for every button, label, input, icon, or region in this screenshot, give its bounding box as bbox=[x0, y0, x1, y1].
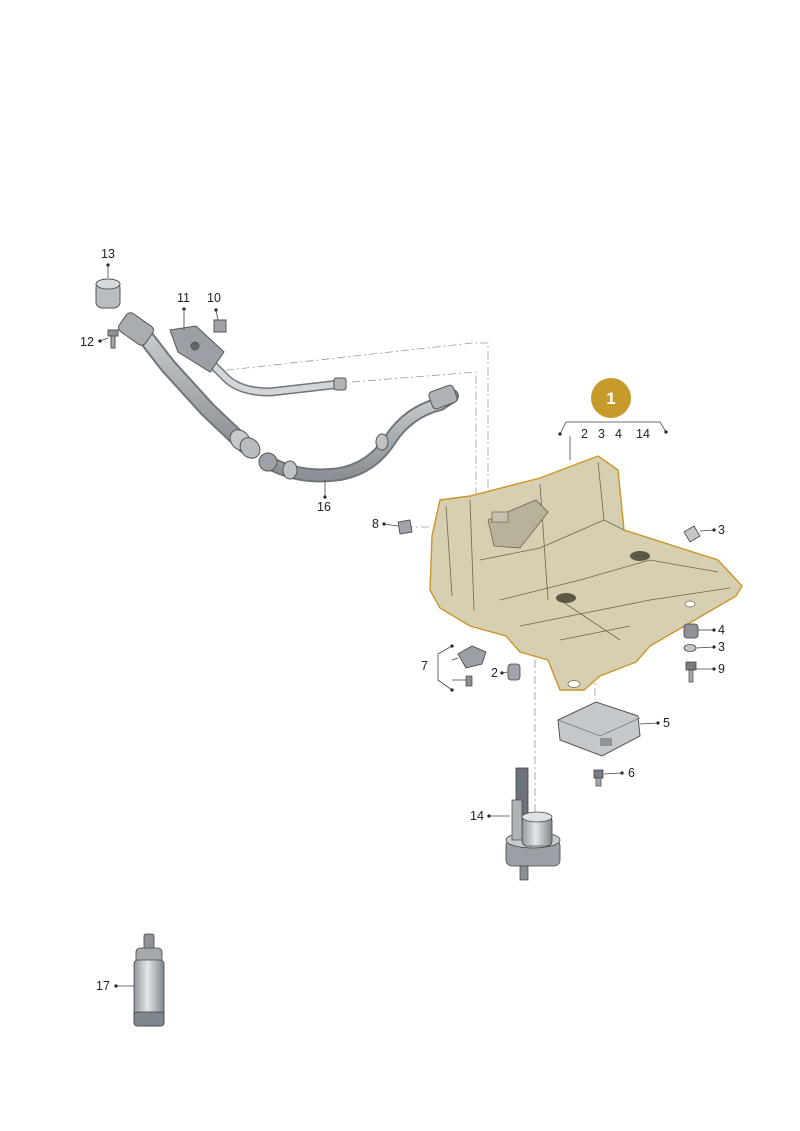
callout-3-top[interactable]: 3 bbox=[699, 523, 725, 537]
callout-5[interactable]: 5 bbox=[639, 716, 670, 730]
fuel-filter-icon bbox=[133, 933, 165, 1027]
callout-17[interactable]: 17 bbox=[96, 979, 134, 993]
callout-label-10: 10 bbox=[207, 291, 221, 305]
callout-label-13: 13 bbox=[101, 247, 115, 261]
callout-label-3-top: 3 bbox=[718, 523, 725, 537]
callout-label-6: 6 bbox=[628, 766, 635, 780]
fuel-pump-icon bbox=[505, 767, 561, 881]
callout-label-9: 9 bbox=[718, 662, 725, 676]
small-hardware bbox=[397, 519, 701, 787]
filler-neck-hose-icon bbox=[95, 278, 459, 483]
position-badge[interactable]: 1 bbox=[591, 378, 631, 418]
callout-label-16: 16 bbox=[317, 500, 331, 514]
callout-label-12: 12 bbox=[80, 335, 94, 349]
callout-label-4: 4 bbox=[718, 623, 725, 637]
callout-12[interactable]: 12 bbox=[80, 335, 109, 349]
callout-7[interactable]: 7 bbox=[421, 644, 466, 692]
callout-3-bottom[interactable]: 3 bbox=[695, 640, 725, 654]
callout-16[interactable]: 16 bbox=[317, 480, 331, 514]
ref-label-14: 14 bbox=[636, 427, 650, 441]
callout-label-14: 14 bbox=[470, 809, 484, 823]
fuel-tank-icon bbox=[429, 455, 743, 691]
callout-8[interactable]: 8 bbox=[372, 517, 399, 531]
callout-2[interactable]: 2 bbox=[491, 666, 509, 680]
ref-label-4: 4 bbox=[615, 427, 622, 441]
callout-label-3-bottom: 3 bbox=[718, 640, 725, 654]
callout-label-2: 2 bbox=[491, 666, 498, 680]
control-module-icon bbox=[557, 701, 641, 757]
reference-bracket: 2 3 4 14 bbox=[558, 421, 668, 460]
badge-number: 1 bbox=[606, 389, 615, 408]
callout-label-5: 5 bbox=[663, 716, 670, 730]
ref-label-3: 3 bbox=[598, 427, 605, 441]
callout-label-8: 8 bbox=[372, 517, 379, 531]
ref-label-2: 2 bbox=[581, 427, 588, 441]
callout-6[interactable]: 6 bbox=[603, 766, 635, 780]
callout-13[interactable]: 13 bbox=[101, 247, 115, 278]
callout-11[interactable]: 11 bbox=[177, 291, 190, 330]
callout-9[interactable]: 9 bbox=[696, 662, 725, 676]
callout-10[interactable]: 10 bbox=[207, 291, 221, 321]
callout-label-17: 17 bbox=[96, 979, 110, 993]
callout-4[interactable]: 4 bbox=[698, 623, 725, 637]
callout-label-11: 11 bbox=[177, 291, 190, 305]
callout-14[interactable]: 14 bbox=[470, 809, 510, 823]
callout-label-7: 7 bbox=[421, 659, 428, 673]
